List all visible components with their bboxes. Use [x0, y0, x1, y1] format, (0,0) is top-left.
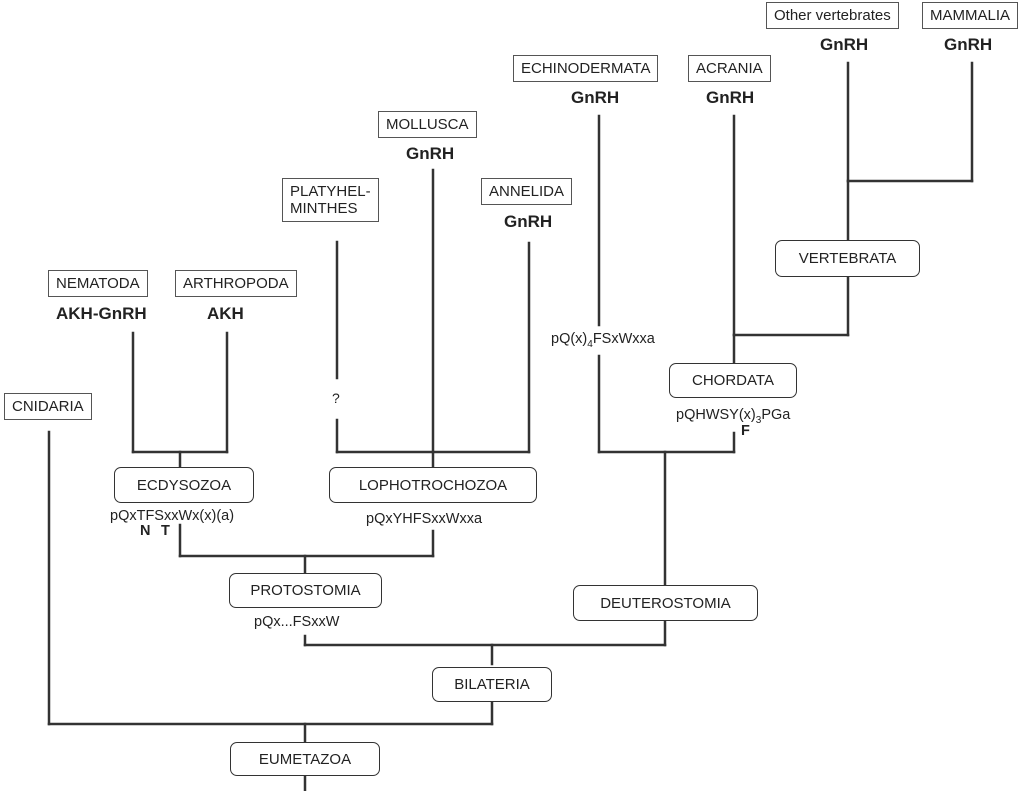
sequence-ecdysozoa-variant-n: N: [140, 523, 151, 539]
clade-eumetazoa: EUMETAZOA: [230, 742, 380, 776]
taxon-other-vertebrates: Other vertebrates: [766, 2, 899, 29]
sequence-chordata-variant: F: [741, 423, 750, 439]
hormone-annelida: GnRH: [504, 212, 553, 231]
hormone-arthropoda: AKH: [207, 304, 244, 323]
sequence-chordata-sub: 3: [755, 414, 762, 426]
clade-vertebrata: VERTEBRATA: [775, 240, 920, 277]
sequence-lophotrochozoa: pQxYHFSxxWxxa: [366, 511, 483, 527]
clade-deuterostomia: DEUTEROSTOMIA: [573, 585, 758, 621]
clade-chordata: CHORDATA: [669, 363, 797, 398]
taxon-nematoda: NEMATODA: [48, 270, 148, 297]
clade-bilateria: BILATERIA: [432, 667, 552, 702]
sequence-ecdysozoa: pQxTFSxxWx(x)(a): [110, 508, 235, 524]
sequence-echinodermata-sub: 4: [587, 338, 593, 350]
taxon-platyhelminthes: PLATYHEL- MINTHES: [282, 178, 379, 222]
taxon-platyhelminthes-line2: MINTHES: [290, 200, 358, 217]
taxon-echinodermata: ECHINODERMATA: [513, 55, 659, 82]
sequence-protostomia: pQx...FSxxW: [254, 614, 340, 630]
hormone-nematoda: AKH-GnRH: [56, 304, 147, 323]
clade-lophotrochozoa: LOPHOTROCHOZOA: [329, 467, 537, 503]
sequence-chordata-post: PGa: [761, 407, 791, 423]
sequence-ecdysozoa-variant-t: T: [161, 523, 170, 539]
taxon-acrania: ACRANIA: [688, 55, 771, 82]
taxon-cnidaria: CNIDARIA: [4, 393, 92, 420]
taxon-arthropoda: ARTHROPODA: [175, 270, 297, 297]
sequence-chordata: pQHWSY(x)3PGa: [676, 407, 790, 426]
sequence-echinodermata-post: FSxWxxa: [592, 331, 655, 347]
hormone-other-vertebrates: GnRH: [820, 35, 869, 54]
taxon-platyhelminthes-line1: PLATYHEL-: [290, 183, 371, 200]
clade-protostomia: PROTOSTOMIA: [229, 573, 382, 608]
sequence-echinodermata: pQ(x)4FSxWxxa: [551, 331, 655, 350]
hormone-echinodermata: GnRH: [571, 88, 620, 107]
taxon-annelida: ANNELIDA: [481, 178, 573, 205]
hormone-mammalia: GnRH: [944, 35, 993, 54]
clade-ecdysozoa: ECDYSOZOA: [114, 467, 254, 503]
sequence-echinodermata-pre: pQ(x): [551, 331, 588, 347]
sequence-chordata-pre: pQHWSY(x): [676, 407, 756, 423]
hormone-acrania: GnRH: [706, 88, 755, 107]
hormone-mollusca: GnRH: [406, 144, 455, 163]
taxon-mollusca: MOLLUSCA: [378, 111, 477, 138]
platyhelminthes-unknown-marker: ?: [332, 390, 340, 406]
taxon-mammalia: MAMMALIA: [922, 2, 1019, 29]
